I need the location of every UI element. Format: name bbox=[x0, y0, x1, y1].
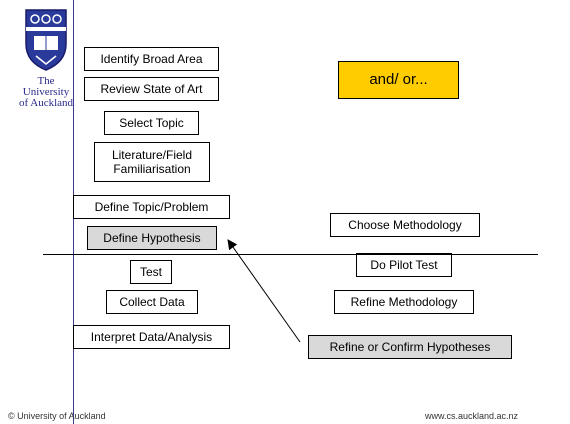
step-identify-broad-area: Identify Broad Area bbox=[84, 47, 219, 71]
footer-copyright: © University of Auckland bbox=[8, 411, 106, 421]
divider-line bbox=[43, 254, 538, 255]
step-collect-data: Collect Data bbox=[106, 290, 198, 314]
step-define-topic-problem: Define Topic/Problem bbox=[73, 195, 230, 219]
step-define-hypothesis: Define Hypothesis bbox=[87, 226, 217, 250]
university-name-line3: of Auckland bbox=[18, 97, 74, 109]
step-test: Test bbox=[130, 260, 172, 284]
university-crest-icon bbox=[25, 9, 67, 71]
and-or-box: and/ or... bbox=[338, 61, 459, 99]
university-name-line2: University bbox=[22, 86, 70, 98]
step-interpret-data: Interpret Data/Analysis bbox=[73, 325, 230, 349]
step-refine-or-confirm-hypotheses: Refine or Confirm Hypotheses bbox=[308, 335, 512, 359]
university-name-line1: The bbox=[37, 75, 55, 87]
step-refine-methodology: Refine Methodology bbox=[334, 290, 474, 314]
footer-url: www.cs.auckland.ac.nz bbox=[425, 411, 519, 421]
step-choose-methodology: Choose Methodology bbox=[330, 213, 480, 237]
step-review-state-of-art: Review State of Art bbox=[84, 77, 219, 101]
university-name: The University of Auckland bbox=[11, 76, 81, 109]
step-select-topic: Select Topic bbox=[104, 111, 199, 135]
step-literature-familiarisation: Literature/Field Familiarisation bbox=[94, 142, 210, 182]
step-do-pilot-test: Do Pilot Test bbox=[356, 253, 452, 277]
